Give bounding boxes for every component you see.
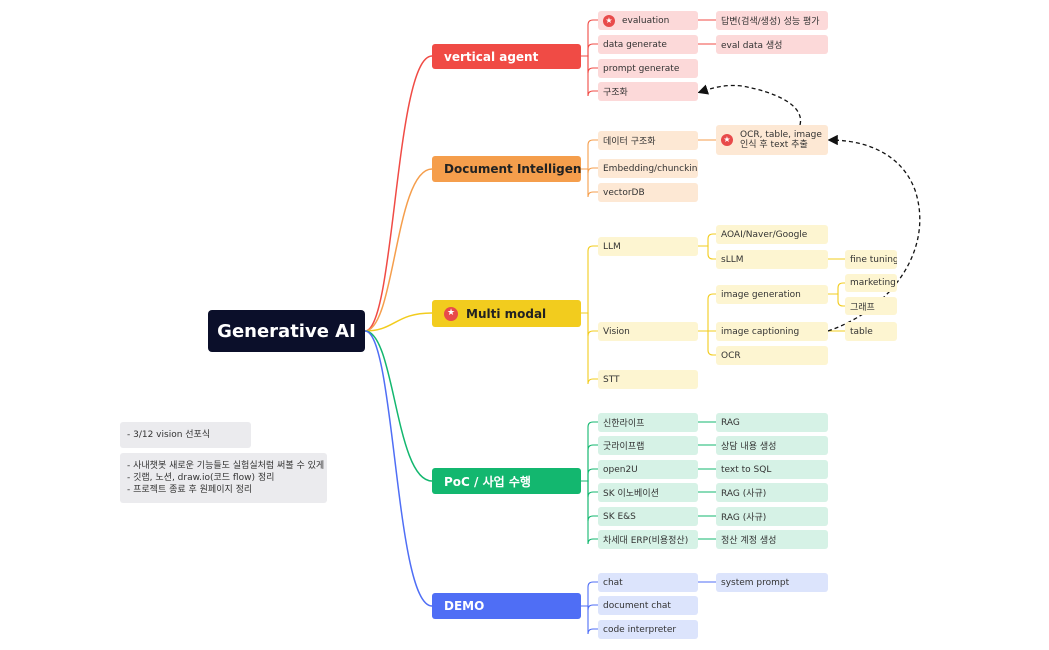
leaf-graph[interactable]: 그래프 bbox=[845, 297, 897, 315]
leaf-image-captioning[interactable]: image captioning bbox=[716, 322, 828, 341]
leaf-sllm[interactable]: sLLM bbox=[716, 250, 828, 269]
branch-child-line bbox=[581, 168, 598, 198]
leaf-evaluation-label: evaluation bbox=[622, 15, 670, 26]
leaf-chat[interactable]: chat bbox=[598, 573, 698, 592]
branch-multi-modal[interactable]: ★ Multi modal bbox=[432, 300, 581, 327]
leaf-poc-detail[interactable]: RAG (사규) bbox=[716, 483, 828, 502]
relation-arrow bbox=[697, 84, 802, 126]
note-line: - 사내챗봇 새로운 기능들도 실험실처럼 써볼 수 있게 bbox=[127, 461, 325, 471]
leaf-prompt-generate[interactable]: prompt generate bbox=[598, 59, 698, 78]
leaf-poc-detail[interactable]: RAG bbox=[716, 413, 828, 432]
leaf-document-chat[interactable]: document chat bbox=[598, 596, 698, 615]
ocr-line-1: OCR, table, image bbox=[740, 129, 822, 140]
leaf-code-interpreter[interactable]: code interpreter bbox=[598, 620, 698, 639]
root-branch-line bbox=[364, 330, 433, 607]
branch-child-line bbox=[581, 55, 598, 97]
leaf-aoai[interactable]: AOAI/Naver/Google bbox=[716, 225, 828, 244]
leaf-llm[interactable]: LLM bbox=[598, 237, 698, 256]
branch-child-line bbox=[581, 245, 598, 314]
leaf-embedding[interactable]: Embedding/chuncking bbox=[598, 159, 698, 178]
branch-child-line bbox=[581, 139, 598, 170]
star-marker-icon: ★ bbox=[444, 306, 458, 321]
branch-child-line bbox=[581, 312, 598, 385]
note-text: - 3/12 vision 선포식 bbox=[127, 430, 211, 440]
leaf-poc-name[interactable]: SK E&S bbox=[598, 507, 698, 526]
branch-child-line bbox=[581, 605, 598, 635]
star-marker-icon: ★ bbox=[721, 134, 733, 146]
leaf-data-generate[interactable]: data generate bbox=[598, 35, 698, 54]
leaf-structuring[interactable]: 구조화 bbox=[598, 82, 698, 101]
leaf-poc-detail[interactable]: 상담 내용 생성 bbox=[716, 436, 828, 455]
leaf-detail-line bbox=[828, 282, 845, 295]
note-vision-ceremony[interactable]: - 3/12 vision 선포식 bbox=[120, 422, 251, 448]
leaf-detail-line bbox=[698, 330, 716, 356]
branch-child-line bbox=[581, 581, 598, 607]
ocr-line-2: 인식 후 text 추출 bbox=[740, 140, 808, 150]
branch-child-line bbox=[581, 43, 598, 57]
star-marker-icon: ★ bbox=[603, 14, 615, 27]
leaf-table[interactable]: table bbox=[845, 322, 897, 341]
branch-child-line bbox=[581, 468, 598, 482]
leaf-data-structuring[interactable]: 데이터 구조화 bbox=[598, 131, 698, 150]
leaf-poc-name[interactable]: 차세대 ERP(비용정산) bbox=[598, 530, 698, 549]
leaf-ocr-extraction-label: OCR, table, image 인식 후 text 추출 bbox=[740, 130, 822, 151]
leaf-detail-line bbox=[698, 293, 716, 332]
leaf-evaluation-detail[interactable]: 답변(검색/생성) 성능 평가 bbox=[716, 11, 828, 30]
leaf-poc-name[interactable]: 신한라이프 bbox=[598, 413, 698, 432]
leaf-poc-detail[interactable]: text to SQL bbox=[716, 460, 828, 479]
root-branch-line bbox=[364, 55, 433, 332]
leaf-detail-line bbox=[828, 293, 845, 307]
leaf-ocr[interactable]: OCR bbox=[716, 346, 828, 365]
leaf-vision[interactable]: Vision bbox=[598, 322, 698, 341]
leaf-image-generation[interactable]: image generation bbox=[716, 285, 828, 304]
leaf-data-generate-detail[interactable]: eval data 생성 bbox=[716, 35, 828, 54]
root-branch-line bbox=[364, 312, 433, 332]
leaf-poc-detail[interactable]: 정산 계정 생성 bbox=[716, 530, 828, 549]
branch-child-line bbox=[581, 55, 598, 74]
branch-child-line bbox=[581, 480, 598, 545]
branch-multi-modal-label: Multi modal bbox=[466, 306, 547, 321]
leaf-poc-detail[interactable]: RAG (사규) bbox=[716, 507, 828, 526]
leaf-detail-line bbox=[698, 233, 716, 247]
branch-document-intelligence[interactable]: Document Intelligence bbox=[432, 156, 581, 182]
note-line: - 프로젝트 종료 후 원페이지 정리 bbox=[127, 485, 253, 496]
leaf-ocr-extraction[interactable]: ★ OCR, table, image 인식 후 text 추출 bbox=[716, 125, 828, 155]
branch-child-line bbox=[581, 312, 598, 337]
note-line: - 깃랩, 노션, draw.io(코드 flow) 정리 bbox=[127, 473, 275, 484]
leaf-marketing[interactable]: marketing bbox=[845, 274, 897, 292]
leaf-stt[interactable]: STT bbox=[598, 370, 698, 389]
root-branch-line bbox=[364, 168, 433, 332]
branch-demo[interactable]: DEMO bbox=[432, 593, 581, 619]
root-branch-line bbox=[364, 330, 433, 482]
leaf-poc-name[interactable]: SK 이노베이션 bbox=[598, 483, 698, 502]
leaf-vectordb[interactable]: vectorDB bbox=[598, 183, 698, 202]
leaf-system-prompt[interactable]: system prompt bbox=[716, 573, 828, 592]
leaf-detail-line bbox=[698, 245, 716, 260]
leaf-evaluation[interactable]: ★ evaluation bbox=[598, 11, 698, 30]
leaf-fine-tuning[interactable]: fine tuning bbox=[845, 250, 897, 269]
branch-child-line bbox=[581, 480, 598, 522]
branch-child-line bbox=[581, 421, 598, 482]
branch-child-line bbox=[581, 480, 598, 498]
note-todo-list[interactable]: - 사내챗봇 새로운 기능들도 실험실처럼 써볼 수 있게 - 깃랩, 노션, … bbox=[120, 453, 327, 503]
leaf-poc-name[interactable]: open2U bbox=[598, 460, 698, 479]
root-node[interactable]: Generative AI bbox=[208, 310, 365, 352]
branch-child-line bbox=[581, 19, 598, 57]
branch-child-line bbox=[581, 444, 598, 482]
leaf-poc-name[interactable]: 굿라이프랩 bbox=[598, 436, 698, 455]
branch-vertical-agent[interactable]: vertical agent bbox=[432, 44, 581, 69]
branch-poc[interactable]: PoC / 사업 수행 bbox=[432, 468, 581, 494]
